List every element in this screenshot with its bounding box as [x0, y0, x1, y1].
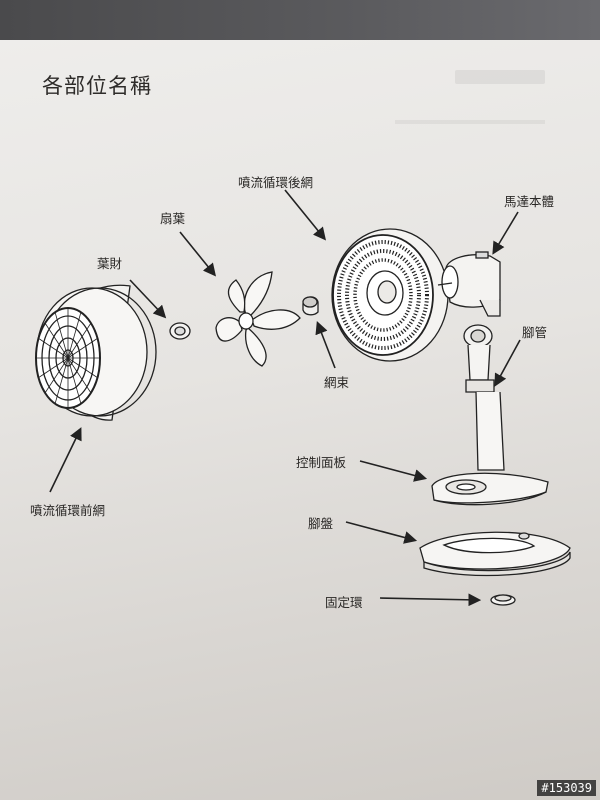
leader-arrows: [49, 189, 521, 607]
arrow-rear-grille: [284, 189, 327, 241]
arrow-grille-ring: [315, 321, 336, 369]
image-id-watermark: #153039: [537, 780, 596, 796]
arrow-blade: [179, 231, 217, 277]
arrow-control-panel: [359, 460, 428, 482]
page-title: 各部位名稱: [42, 74, 152, 98]
label-base: 腳盤: [308, 516, 334, 531]
arrow-pole: [494, 339, 521, 387]
arrow-motor: [492, 211, 519, 255]
blade-illustration: [215, 271, 301, 367]
label-motor: 馬達本體: [504, 194, 555, 209]
grille-ring-illustration: [302, 296, 319, 316]
label-blade-cap: 葉財: [97, 256, 123, 271]
faded-header-text: [455, 70, 545, 84]
label-fixing-ring: 固定環: [325, 595, 363, 610]
label-rear-grille: 噴流循環後網: [238, 175, 314, 190]
arrow-base: [345, 521, 418, 544]
pole-illustration: [463, 324, 505, 471]
rear-grille-illustration: [331, 228, 449, 362]
label-front-grille: 噴流循環前網: [30, 503, 106, 518]
label-blade: 扇葉: [160, 211, 186, 226]
control-panel-illustration: [431, 472, 549, 506]
label-control-panel: 控制面板: [296, 455, 347, 470]
label-grille-ring: 網束: [324, 375, 350, 390]
faded-line: [395, 120, 545, 124]
arrow-blade-cap: [129, 279, 167, 319]
base-illustration: [419, 531, 571, 577]
arrow-front-grille: [49, 427, 82, 493]
arrow-fixing-ring: [379, 593, 482, 607]
fixing-ring-illustration: [490, 594, 516, 606]
top-dark-border: [0, 0, 600, 40]
motor-illustration: [437, 251, 501, 317]
blade-cap-illustration: [169, 322, 191, 340]
front-grille-illustration: [35, 284, 157, 421]
label-pole: 腳管: [522, 325, 548, 340]
